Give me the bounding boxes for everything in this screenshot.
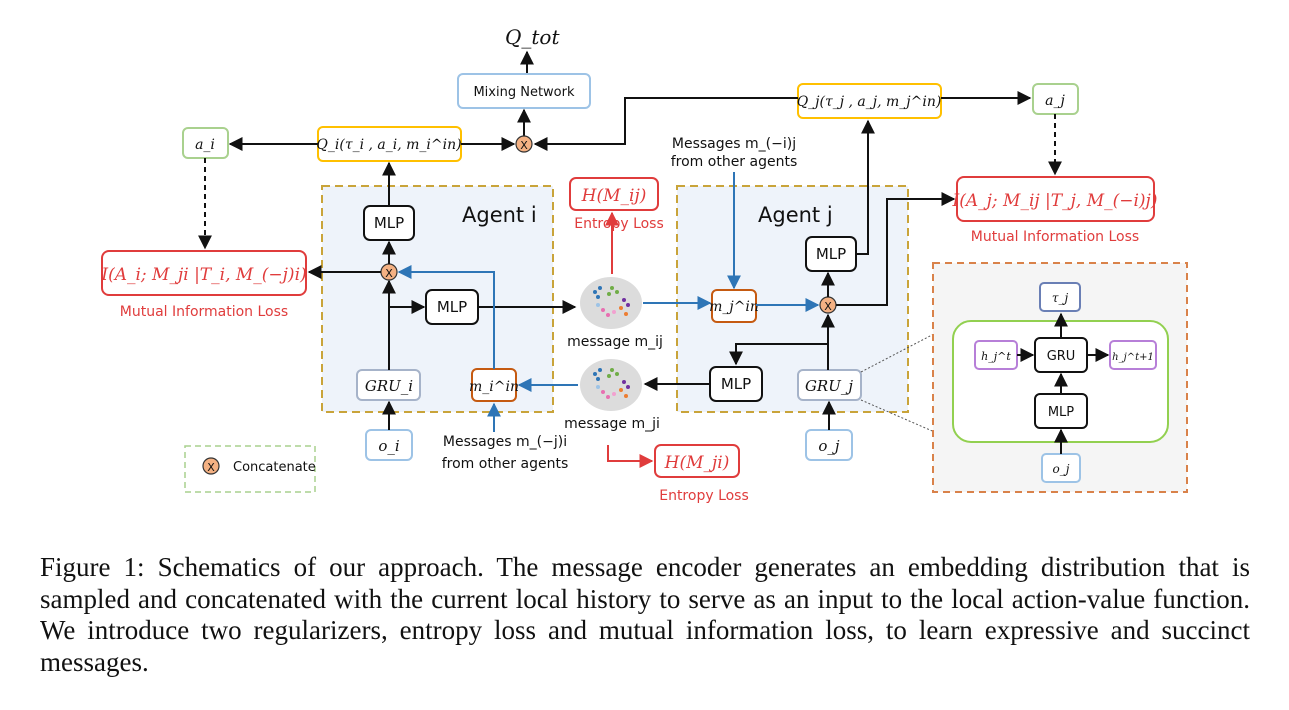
gru-j-box: [797, 369, 862, 401]
arrow-msg-to-entropy-ji: [607, 445, 654, 468]
other-msgs-j-line1: Messages m_(−i)j: [672, 136, 796, 152]
mi-loss-j-box: [956, 176, 1155, 222]
m-in-i-label: m_i^in: [469, 379, 519, 395]
inset-h-in-label: h_j^t: [981, 350, 1011, 363]
concat-j-x: X: [824, 300, 832, 313]
o-i-label: o_i: [378, 437, 400, 455]
o-j-label: o_j: [818, 437, 840, 455]
entropy-ij-label: Entropy Loss: [574, 216, 664, 232]
message-ji-label: message m_ji: [564, 416, 660, 432]
message-ji-cloud: [580, 359, 642, 411]
inset-mlp-label: MLP: [1048, 405, 1074, 420]
arrow-min-i-to-concat: [397, 265, 495, 369]
mixing-network-label: Mixing Network: [473, 85, 575, 100]
mlp-mid-i-label: MLP: [437, 298, 467, 316]
arrow-concat-j-to-mi: [836, 192, 956, 306]
message-ij-cloud: [580, 277, 642, 329]
mlp-top-i-label: MLP: [374, 214, 404, 232]
legend-concat-label: Concatenate: [233, 460, 316, 475]
q-j-label: Q_j(τ_j , a_j, m_j^in): [797, 94, 942, 110]
agent-i-title: Agent i: [462, 203, 537, 227]
concat-top-symbol: [515, 135, 533, 153]
message-ij-label: message m_ij: [567, 334, 663, 350]
inset-obs-label: o_j: [1053, 462, 1070, 476]
mixing-network-box: [457, 73, 591, 109]
inset-h-out-label: h_j^t+1: [1112, 352, 1154, 363]
inset-gru-label: GRU: [1047, 349, 1076, 364]
q-i-label: Q_i(τ_i , a_i, m_i^in): [316, 137, 461, 153]
gru-i-label: GRU_i: [365, 377, 413, 395]
q-tot-label: Q_tot: [505, 25, 560, 49]
mi-loss-j-label: Mutual Information Loss: [971, 229, 1139, 245]
q-j-box: [797, 83, 942, 119]
inset-connector-top: [860, 323, 954, 373]
a-i-label: a_i: [195, 137, 215, 153]
mlp-top-j-label: MLP: [816, 245, 846, 263]
arrow-gru-j-to-mlp-bottom: [729, 343, 828, 366]
other-msgs-i-line1: Messages m_(−j)i: [443, 434, 567, 450]
entropy-ij-box: [569, 177, 659, 211]
other-msgs-i-line2: from other agents: [442, 456, 569, 472]
mlp-bottom-j-label: MLP: [721, 375, 751, 393]
other-msgs-j-line2: from other agents: [671, 154, 798, 170]
agent-j-title: Agent j: [758, 203, 833, 227]
entropy-ij-formula: H(M_ij): [581, 186, 647, 206]
inset-tau-label: τ_j: [1052, 291, 1069, 305]
m-in-j-label: m_j^in: [709, 299, 759, 315]
entropy-ji-box: [654, 444, 740, 478]
gru-j-label: GRU_j: [805, 377, 853, 395]
mi-loss-i-formula: I(A_i; M_ji |T_i, M_(−j)i): [100, 265, 306, 285]
concat-top-x: X: [520, 139, 528, 152]
inset-tau-box: [1039, 282, 1081, 312]
mi-loss-j-formula: I(A_j; M_ij |T_j, M_(−i)j): [952, 191, 1158, 211]
figure-caption: Figure 1: Schematics of our approach. Th…: [40, 552, 1250, 677]
entropy-ji-label: Entropy Loss: [659, 488, 749, 504]
concat-i-x: X: [385, 267, 393, 280]
legend-concat-symbol: [202, 457, 220, 475]
entropy-ji-formula: H(M_ji): [664, 453, 730, 473]
arrow-mlp-j-to-qj: [856, 119, 875, 255]
method-schematic: Agent i Agent j Q_tot Mixing Network X Q…: [100, 25, 1188, 504]
inset-connector-bottom: [860, 399, 954, 441]
mi-loss-i-box: [101, 250, 307, 296]
arrow-qj-to-concat: [533, 97, 798, 151]
mi-loss-i-label: Mutual Information Loss: [120, 304, 288, 320]
a-j-label: a_j: [1045, 93, 1065, 109]
legend-concat-x: X: [207, 461, 215, 474]
inset-h-out-box: [1109, 340, 1157, 370]
